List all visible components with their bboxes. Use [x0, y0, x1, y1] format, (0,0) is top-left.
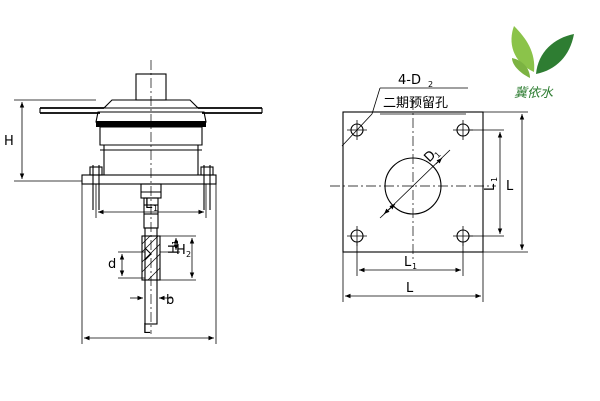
dim-L1-sub: 1 — [153, 204, 158, 213]
dim-plan-L1-right — [469, 129, 504, 237]
dim-L1-label: L — [145, 197, 153, 212]
dim-H2-label: H — [176, 243, 186, 258]
dim-D1-sub: 1 — [433, 150, 443, 160]
leaf-left-icon — [511, 26, 535, 72]
dim-plan-L1-sub: 1 — [490, 177, 499, 182]
dim-plan-L1-bottom — [356, 242, 464, 276]
dim-H1-sub: 1 — [171, 240, 180, 245]
handwheel-arms — [39, 107, 263, 114]
dim-plan-L1-label: L — [483, 183, 498, 191]
dim-d-label: d — [108, 257, 116, 272]
dim-L-bottom — [81, 184, 217, 344]
central-bore — [384, 157, 442, 215]
plan-view: D 1 4-D 2 二期预留孔 L 1 L L 1 — [330, 73, 528, 302]
hoist-body-upper — [99, 126, 203, 146]
leaf-right-icon — [536, 34, 574, 74]
dim-H-label: H — [4, 134, 14, 149]
dim-plan-L-bottom — [342, 252, 484, 302]
dim-b-label: b — [166, 293, 174, 308]
leaf-small-icon — [512, 58, 530, 78]
dim-plan-L-right — [483, 111, 528, 253]
dim-L-label: L — [143, 322, 151, 337]
brand-text: 冀依水 — [514, 86, 554, 101]
holes-callout-sub: 2 — [428, 80, 433, 89]
dim-b — [130, 295, 172, 324]
dim-L1-base — [95, 184, 207, 218]
dim-plan-L-label: L — [506, 179, 514, 194]
holes-leader-up — [371, 87, 381, 115]
dim-d — [118, 251, 145, 279]
base-plate — [81, 174, 217, 185]
dim-H — [14, 99, 96, 182]
dim-H2-sub: 2 — [186, 250, 191, 259]
dim-plan-L1b-sub: 1 — [412, 262, 417, 271]
corner-holes — [347, 120, 473, 246]
holes-note: 二期预留孔 — [383, 96, 448, 111]
dim-plan-L-bottom-label: L — [406, 281, 414, 296]
anchor-bolts — [89, 165, 214, 210]
dim-H1-label: H — [167, 244, 182, 254]
dim-H1-H2 — [160, 235, 196, 281]
dim-plan-L1b-label: L — [404, 255, 412, 270]
holes-leader-diag — [341, 113, 373, 147]
side-view: H L 1 H 1 H 2 d — [4, 60, 263, 344]
holes-callout: 4-D — [398, 73, 421, 88]
brand-logo: 冀依水 — [511, 26, 574, 101]
